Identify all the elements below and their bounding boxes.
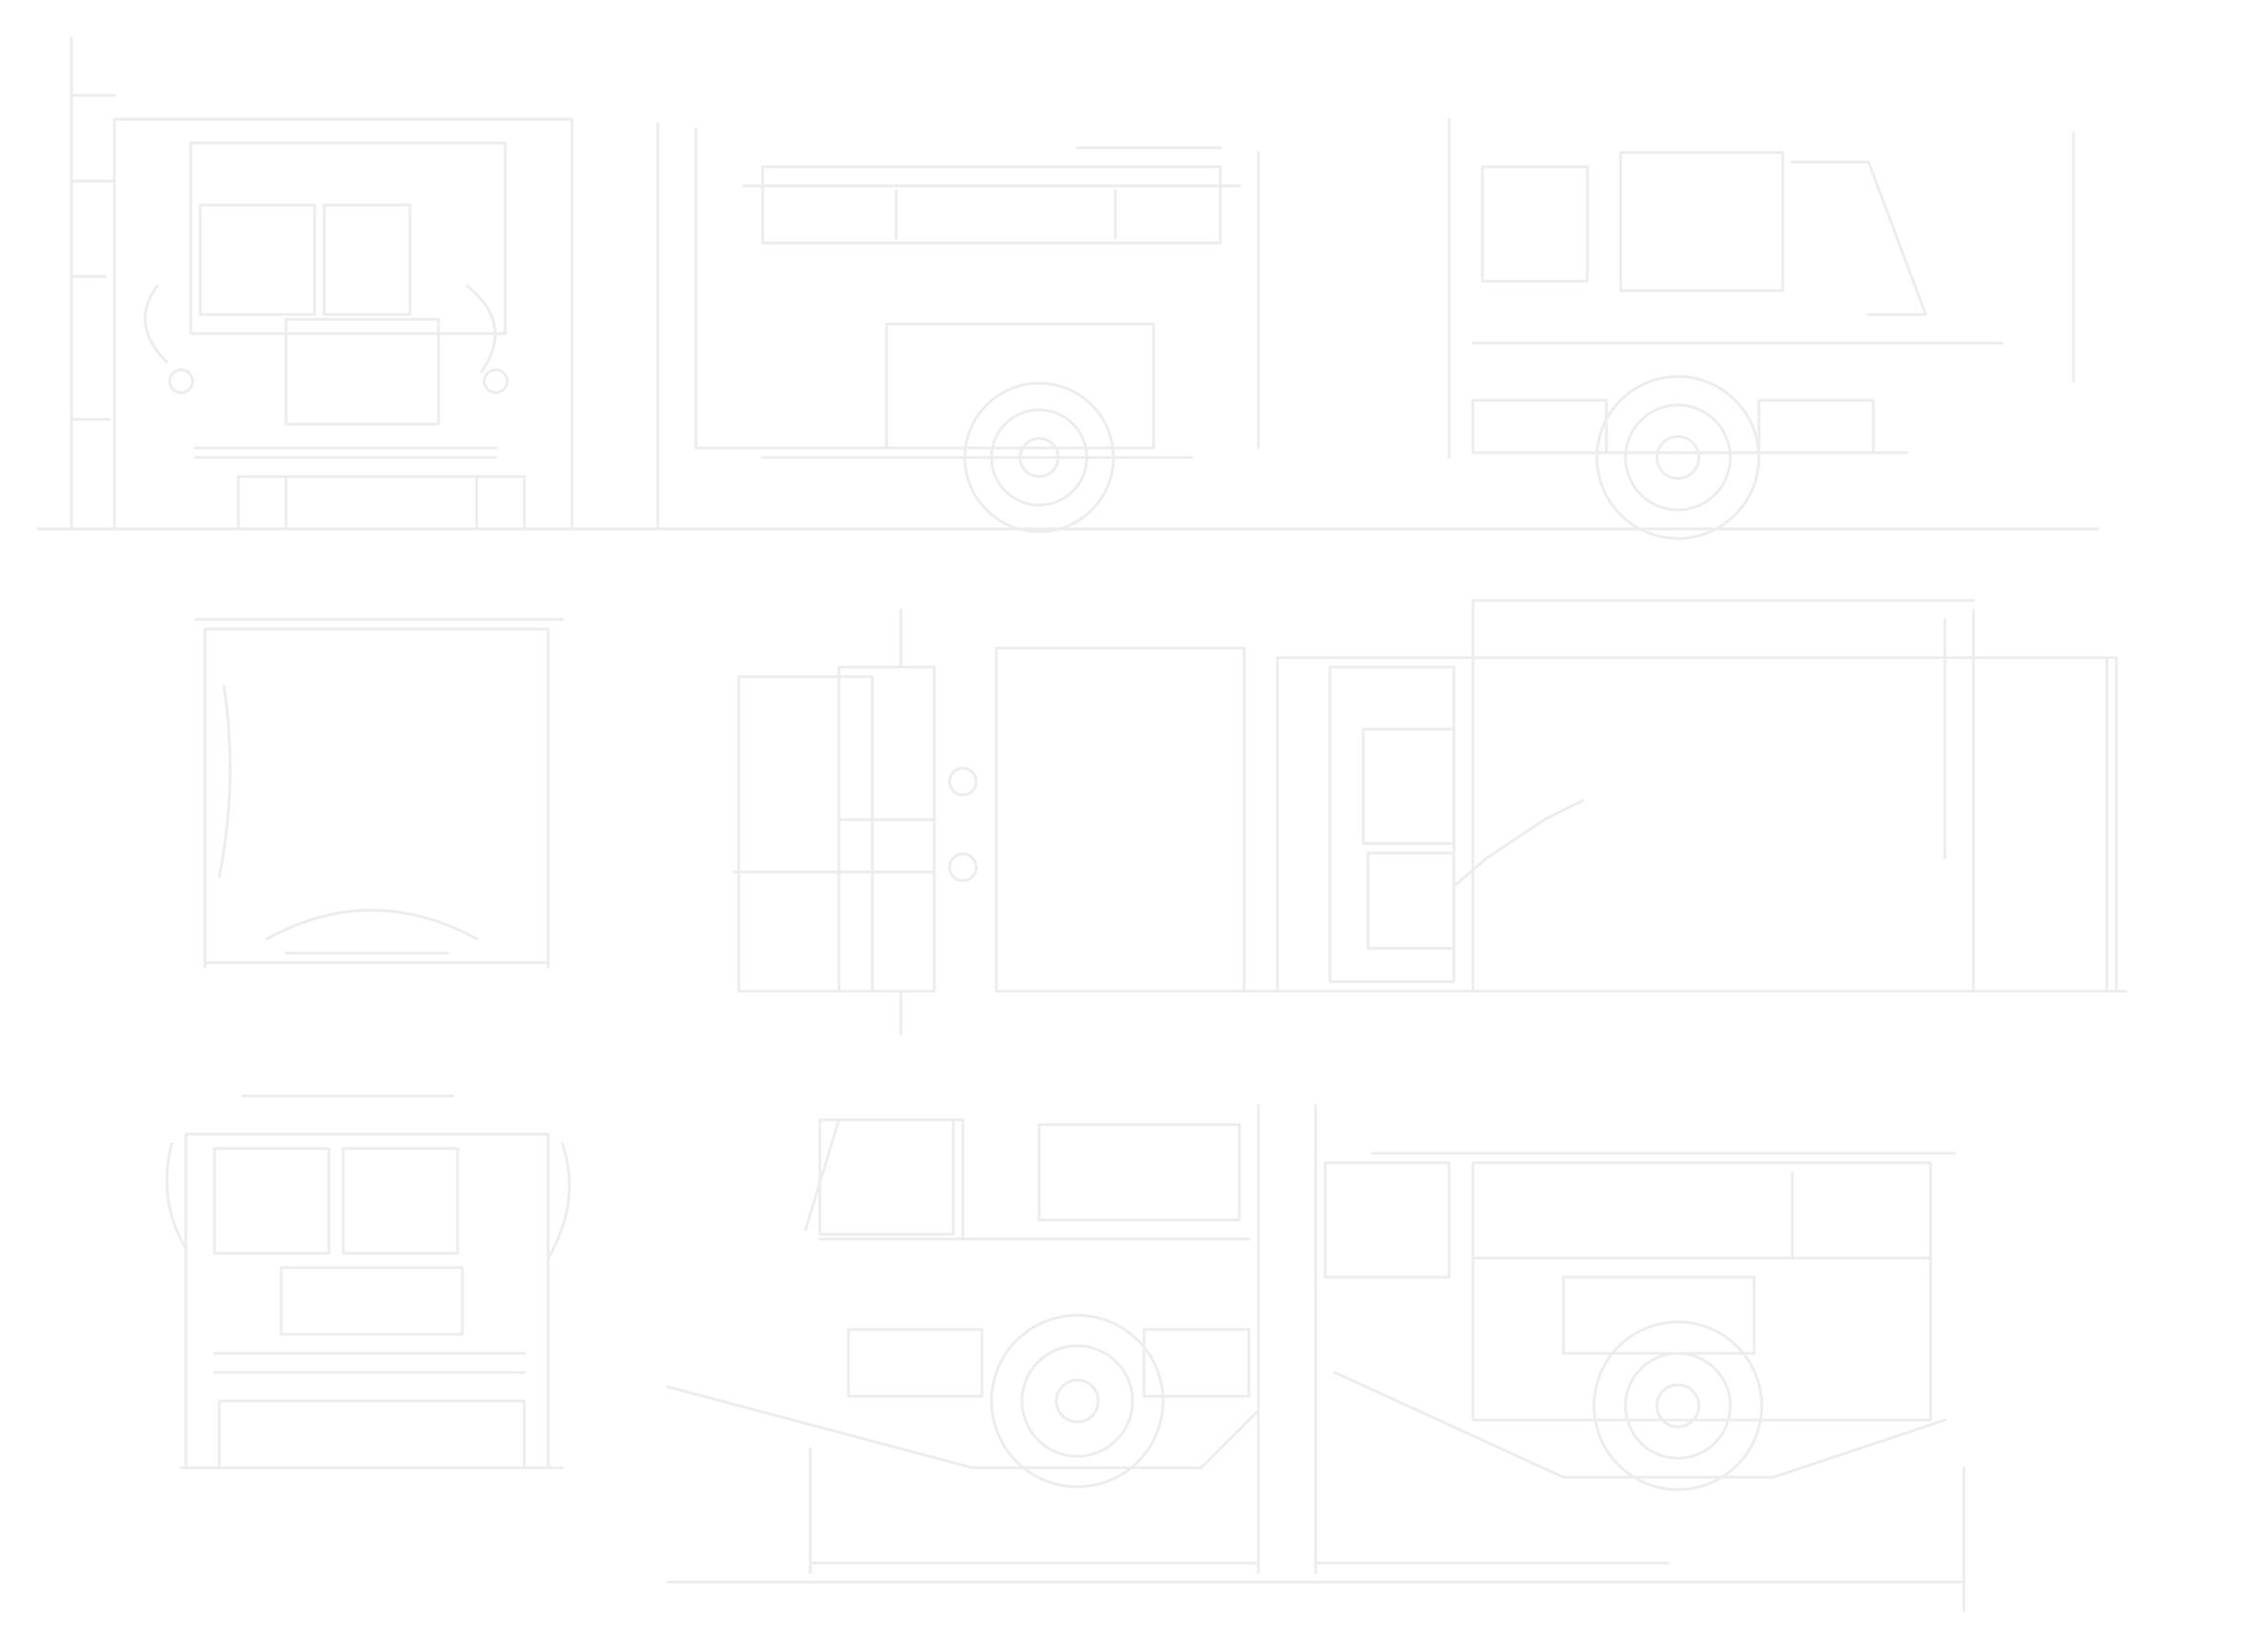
body-interior-view bbox=[732, 608, 1279, 1036]
side-elevation-lower-right-view bbox=[1314, 1104, 1966, 1613]
side-elevation-lower-view bbox=[665, 1104, 1260, 1574]
rear-panel-view bbox=[194, 618, 564, 969]
rear-elevation-view bbox=[165, 1094, 571, 1470]
left-side-elevation-view bbox=[656, 122, 1260, 534]
ground-lines bbox=[36, 527, 2099, 1584]
right-side-elevation-view bbox=[1447, 117, 2080, 540]
plan-view bbox=[1276, 599, 2128, 993]
front-elevation-view bbox=[70, 36, 574, 531]
